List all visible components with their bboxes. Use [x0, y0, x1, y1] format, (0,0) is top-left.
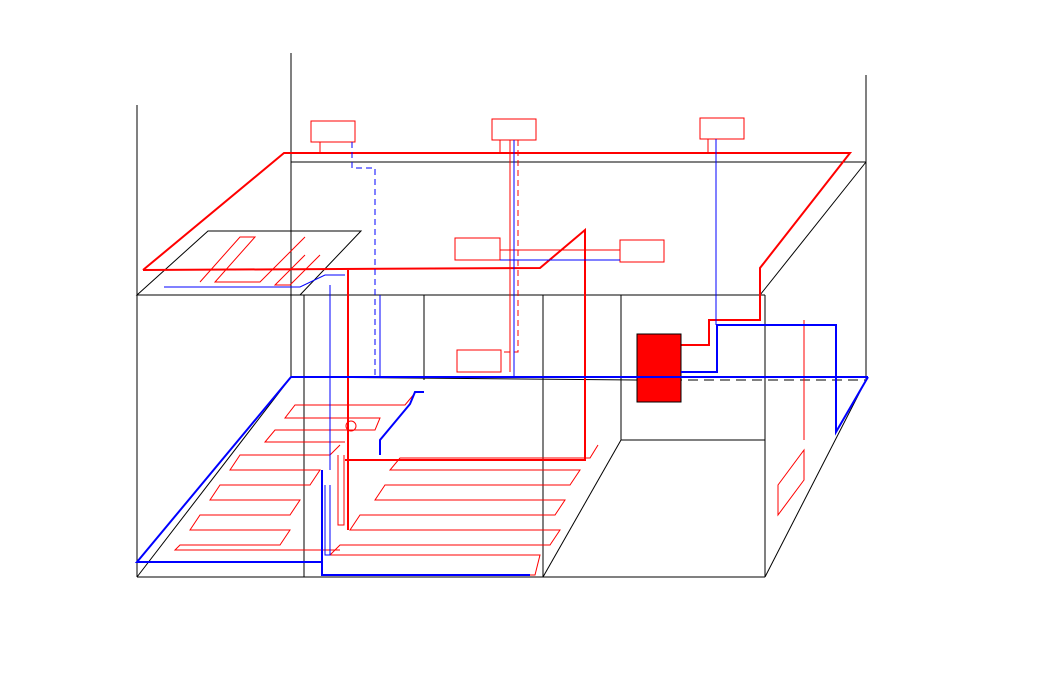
floor-heating-coil-left — [173, 444, 341, 551]
return-ceiling-loop — [164, 274, 345, 288]
floor-right-edge — [764, 379, 867, 578]
building-structure — [135, 53, 867, 578]
radiator-mid-left — [454, 237, 501, 261]
return-left-floor-coil — [379, 391, 424, 455]
floor-heating-coil-left-upper — [263, 392, 416, 443]
return-manifold — [324, 485, 331, 556]
supply-riser-dashed — [501, 140, 519, 353]
floor-left-edge — [136, 376, 292, 578]
supply-main-loop — [142, 152, 853, 346]
supply-branch — [142, 227, 586, 461]
manifold — [337, 455, 345, 526]
pump-icon — [345, 420, 357, 432]
supply-pipes — [142, 117, 853, 576]
radiator-lower — [456, 349, 502, 373]
ceiling-heating-coil — [273, 254, 321, 286]
floor-heating-coil-center — [328, 444, 599, 576]
boiler — [636, 333, 682, 403]
ceiling-right-edge — [759, 161, 867, 296]
return-main-floor — [681, 324, 869, 436]
radiator-top-right — [699, 117, 745, 140]
return-pipes — [134, 139, 869, 576]
radiator-right-room — [777, 448, 805, 517]
ceiling-heating-coil — [199, 236, 306, 283]
upper-slab — [135, 230, 363, 296]
radiator-top-left — [310, 120, 356, 143]
radiator-top-center — [491, 118, 537, 141]
return-riser-dashed — [351, 142, 376, 377]
return-lower-loop — [321, 470, 530, 576]
radiator-mid-right — [619, 239, 665, 263]
wall-edge — [542, 439, 622, 578]
return-floor-loop — [134, 376, 868, 563]
